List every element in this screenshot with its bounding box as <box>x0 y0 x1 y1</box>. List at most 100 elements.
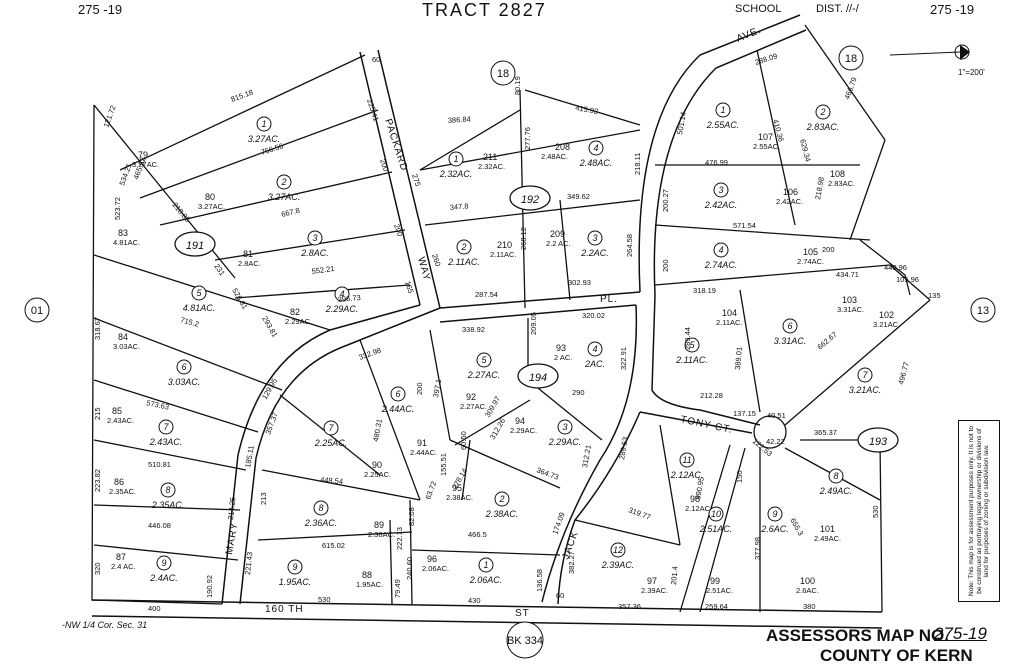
label-dims-d69: 655.3 <box>788 517 805 538</box>
circled-lot-c194_3[interactable]: 32.29AC. <box>548 419 582 447</box>
label-dims-d96: 715.2 <box>179 315 199 329</box>
lot-acreage: 2.11AC. <box>675 355 708 365</box>
circled-lot-c194_2[interactable]: 22.38AC. <box>485 491 519 519</box>
circled-lot-c193_3[interactable]: 32.42AC. <box>704 182 738 210</box>
circled-lot-c194_6[interactable]: 62.44AC. <box>381 386 415 414</box>
label-dims-d12: 338.92 <box>462 325 485 334</box>
lot-number: 8 <box>833 471 838 481</box>
adjacent-map-left[interactable]: 01 <box>24 297 50 323</box>
label-dims-d106: 275 <box>410 173 422 188</box>
lot-number: 2 <box>498 494 504 504</box>
lot-circle-icon <box>828 468 844 484</box>
label-dims-d50: 60 <box>556 591 564 600</box>
lot-acreage: 2.06AC. <box>469 575 503 585</box>
label-dims-d49: 60 <box>372 55 380 64</box>
parcel-101-apn: 101 <box>820 524 835 534</box>
parcel-84-acres: 3.03AC. <box>113 342 140 351</box>
label-dims-d14: 320.02 <box>582 311 605 320</box>
circled-lot-c191_8[interactable]: 82.35AC. <box>151 482 185 510</box>
lot-circle-icon <box>256 116 272 132</box>
label-dims-d52: 501.14 <box>675 111 688 135</box>
parcel-106-apn: 106 <box>783 187 798 197</box>
circled-lot-c192_4[interactable]: 42.48AC. <box>579 140 613 168</box>
block-192[interactable]: 192 <box>509 185 551 211</box>
parcel-104-apn: 104 <box>722 308 737 318</box>
circled-lot-c193_8[interactable]: 82.49AC. <box>819 468 853 496</box>
circled-lot-c194_5[interactable]: 52.27AC. <box>467 352 501 380</box>
circled-lot-c193_11[interactable]: 112.12AC. <box>670 452 704 480</box>
label-dims-d27: 400 <box>148 604 161 613</box>
circled-lot-c192_1[interactable]: 12.32AC. <box>439 151 473 179</box>
circled-lot-c194_7[interactable]: 72.25AC. <box>314 420 348 448</box>
parcel-100-acres: 2.6AC. <box>796 586 819 595</box>
circled-lot-c193_5[interactable]: 5 2.11AC. <box>675 337 708 365</box>
lot-acreage: 2.55AC. <box>706 120 740 130</box>
label-dims-d23: 615.02 <box>322 541 345 550</box>
lot-circle-icon <box>494 491 510 507</box>
lot-circle-icon <box>857 367 873 383</box>
block-191[interactable]: 191 <box>174 231 216 257</box>
circled-lot-c194_1[interactable]: 12.06AC. <box>469 557 503 585</box>
adjacent-map-top-right[interactable]: 18 <box>838 45 864 71</box>
lot-number: 9 <box>772 509 777 519</box>
block-193[interactable]: 193 <box>857 427 899 453</box>
label-dims-d54: 264.58 <box>625 234 634 257</box>
label-dims-d61: 135 <box>928 291 941 300</box>
label-dims-d103: 121.72 <box>101 104 117 129</box>
parcel-208-apn: 208 <box>555 142 570 152</box>
parcel-102-apn: 102 <box>879 310 894 320</box>
label-dims-d39: 214.25 <box>226 496 237 520</box>
circled-lot-c194_8[interactable]: 82.36AC. <box>304 500 338 528</box>
street-st: ST <box>515 608 530 619</box>
county-label: COUNTY OF KERN <box>820 646 973 665</box>
circled-lot-c191_1[interactable]: 13.27AC. <box>248 116 281 144</box>
circled-lot-c191_7[interactable]: 72.43AC. <box>149 419 183 447</box>
circled-lot-c191_3[interactable]: 32.8AC. <box>300 230 329 258</box>
circled-lot-c193_4[interactable]: 42.74AC. <box>704 242 738 270</box>
label-dims-d71: 42.22 <box>766 437 785 446</box>
parcel-98-apn: 98 <box>690 494 700 504</box>
circled-lot-c191_6[interactable]: 63.03AC. <box>168 359 201 387</box>
adjacent-map-top[interactable]: 18 <box>490 60 516 86</box>
assessment-note: Note: This map is for assessment purpose… <box>958 420 1000 602</box>
block-194[interactable]: 194 <box>517 363 559 389</box>
corner-note: -NW 1/4 Cor. Sec. 31 <box>62 620 148 630</box>
lot-number: 8 <box>165 485 170 495</box>
label-dims-d114: 312.26 <box>488 417 507 441</box>
parcel-79-acres: 3.27AC. <box>132 160 159 169</box>
label-dims-d36: 223.82 <box>93 469 102 492</box>
circled-lot-c191_5[interactable]: 54.81AC. <box>183 285 216 313</box>
label-dims-d33: 523.72 <box>113 197 122 220</box>
label-dims-d47: 200 <box>822 245 835 254</box>
circled-lot-c193_6[interactable]: 63.31AC. <box>774 318 807 346</box>
circled-lot-c194_4[interactable]: 42AC. <box>584 341 605 369</box>
circled-lot-c193_2[interactable]: 22.83AC. <box>806 104 840 132</box>
north-arrow-icon <box>889 44 970 60</box>
circled-lot-c193_12[interactable]: 122.39AC. <box>601 542 635 570</box>
circled-lot-c191_9[interactable]: 92.4AC. <box>149 555 178 583</box>
lot-number: 5 <box>689 340 695 350</box>
circled-lot-c193_7[interactable]: 73.21AC. <box>849 367 882 395</box>
adjacent-map-right[interactable]: 13 <box>970 297 996 323</box>
lot-number: 6 <box>395 389 400 399</box>
street-way: WAY <box>415 256 432 283</box>
lot-acreage: 3.21AC. <box>849 385 882 395</box>
circled-lot-c192_2[interactable]: 22.11AC. <box>447 239 480 267</box>
parcel-106-acres: 2.42AC. <box>776 197 803 206</box>
circled-lot-c191_2[interactable]: 23.27AC. <box>268 174 301 202</box>
label-adjacent_maps-left: 01 <box>31 305 43 317</box>
parcel-99-acres: 2.51AC. <box>706 586 733 595</box>
circled-lot-c192_3[interactable]: 32.2AC. <box>580 230 609 258</box>
circled-lot-c193_1[interactable]: 12.55AC. <box>706 102 740 130</box>
lot-acreage: 3.27AC. <box>268 192 301 202</box>
label-dims-d18: 434.71 <box>836 270 859 279</box>
label-dims-d40: 185.11 <box>243 445 256 469</box>
circled-lot-c191_4[interactable]: 42.29AC. <box>325 286 359 314</box>
label-dims-d66: 390.95 <box>693 476 706 500</box>
label-dims-d95: 290 <box>572 388 585 397</box>
lot-number: 3 <box>592 233 597 243</box>
lot-circle-icon <box>390 386 406 402</box>
circled-lot-c193_10[interactable]: 102.51AC. <box>699 506 733 534</box>
circled-lot-c193_9[interactable]: 92.6AC. <box>760 506 789 534</box>
circled-lot-c194_9[interactable]: 91.95AC. <box>279 559 312 587</box>
